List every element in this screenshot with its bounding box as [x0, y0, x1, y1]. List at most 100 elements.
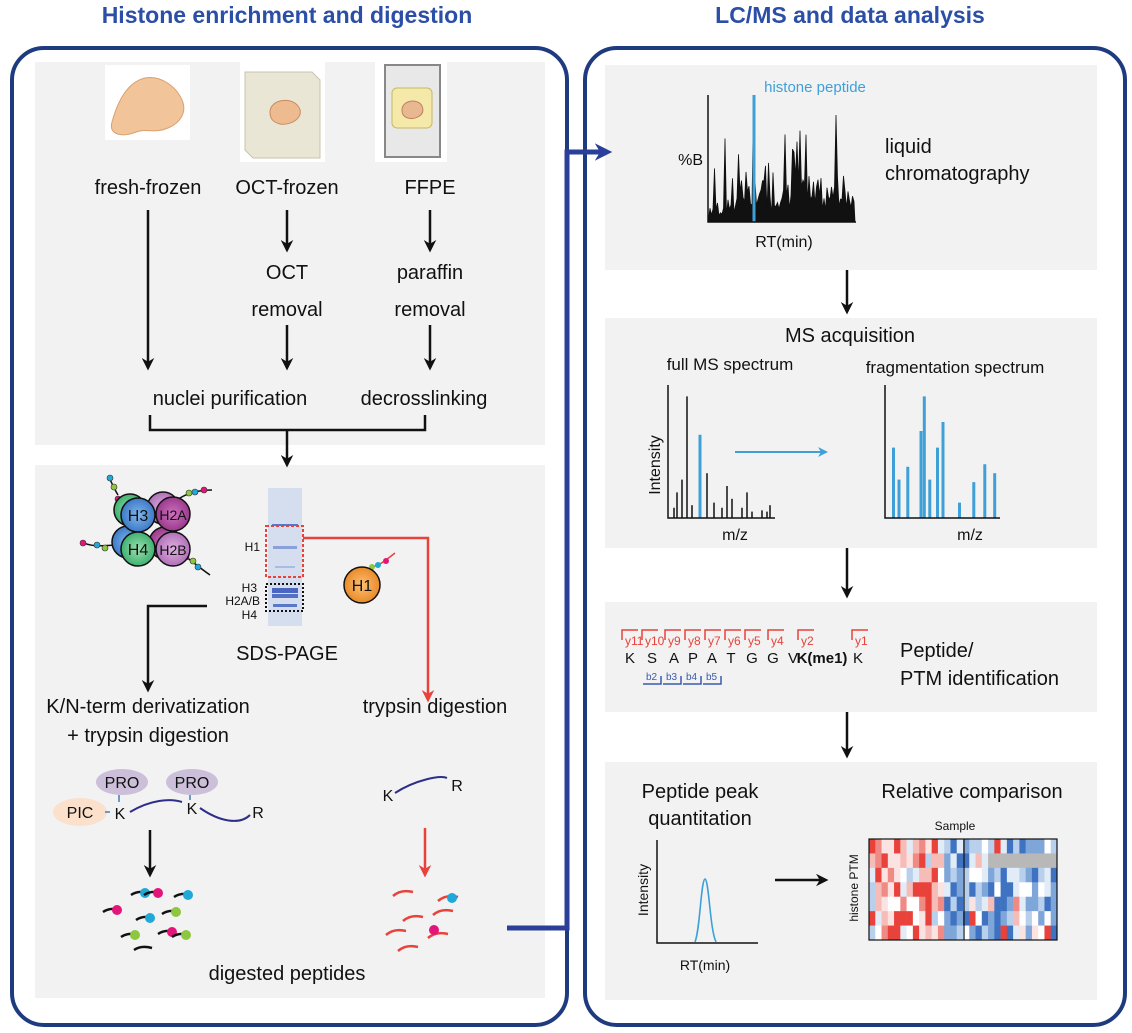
heatmap-cell — [869, 839, 876, 854]
heatmap-cell — [887, 867, 895, 883]
heatmap-cell — [975, 911, 983, 926]
heatmap-cell — [937, 853, 945, 869]
histone-peptide-label: histone peptide — [764, 79, 866, 96]
heatmap-cell — [963, 853, 970, 869]
lysine-label-3: K — [383, 788, 394, 805]
lysine-label-2: K — [187, 801, 198, 818]
heatmap-cell — [1031, 911, 1039, 926]
heatmap-cell — [900, 896, 907, 912]
heatmap-cell — [919, 853, 926, 869]
heatmap-cell — [1013, 896, 1020, 912]
heatmap-cell — [1006, 853, 1014, 869]
heatmap-cell — [887, 911, 895, 926]
ptm-bead — [181, 930, 191, 940]
heatmap-cell — [875, 839, 882, 854]
residue: A — [669, 650, 679, 667]
heatmap-cell — [969, 882, 976, 898]
heatmap-cell — [887, 896, 895, 912]
residue: P — [688, 650, 698, 667]
heatmap-cell — [944, 839, 951, 854]
lc-y-axis-label: %B — [678, 152, 703, 169]
heatmap-cell — [950, 896, 958, 912]
heatmap-cell — [1031, 839, 1039, 854]
heatmap-cell — [1000, 882, 1008, 898]
heatmap-cell — [969, 839, 976, 854]
trypsin-digested-peptides-icon — [385, 889, 459, 952]
gel-label-h1: H1 — [245, 540, 261, 554]
heatmap-cell — [875, 867, 882, 883]
heatmap-cell — [887, 839, 895, 854]
heatmap-cell — [1013, 925, 1020, 941]
heatmap-cell — [994, 911, 1001, 926]
heatmap-cell — [919, 911, 926, 926]
heatmap-cell — [925, 853, 932, 869]
quant-y-axis-label: Intensity — [635, 864, 651, 916]
arginine-label-2: R — [451, 778, 463, 795]
heatmap-cell — [988, 925, 995, 941]
heatmap-cell — [1050, 853, 1058, 869]
heatmap-cell — [956, 896, 964, 912]
heatmap-cell — [1019, 853, 1026, 869]
ptm-bead — [112, 905, 122, 915]
heatmap-cell — [900, 853, 907, 869]
heatmap-cell — [906, 882, 914, 898]
heatmap-cell — [963, 882, 970, 898]
frag-ms-x-axis-label: m/z — [957, 527, 983, 544]
derivatized-peptide-diagram: PRO PRO PIC K K R — [53, 769, 264, 826]
heatmap-cell — [975, 853, 983, 869]
residue: T — [726, 650, 735, 667]
heatmap-cell — [1050, 867, 1058, 883]
chromatogram — [707, 95, 856, 223]
heatmap-cell — [1031, 853, 1039, 869]
heatmap-cell — [1031, 882, 1039, 898]
heatmap-cell — [1019, 896, 1026, 912]
heatmap-cell — [1025, 867, 1033, 883]
b-ion-bracket — [643, 676, 662, 685]
heatmap-cell — [1050, 839, 1058, 854]
heatmap-cell — [969, 896, 976, 912]
heatmap-cell — [969, 853, 976, 869]
heatmap-cell — [937, 839, 945, 854]
chromatogram-trace — [707, 98, 856, 223]
heatmap-cell — [1013, 867, 1020, 883]
b-ion-label: b5 — [706, 672, 718, 683]
sds-page-gel — [265, 488, 304, 626]
y-ion-bracket — [724, 629, 741, 640]
h1-label: H1 — [352, 578, 373, 595]
ms-box — [605, 318, 1097, 548]
y-ion-label: y1 — [855, 634, 868, 648]
heatmap-cell — [1044, 911, 1052, 926]
heatmap-cell — [1038, 911, 1045, 926]
quant-title-line2: quantitation — [648, 808, 751, 830]
heatmap-cell — [981, 839, 989, 854]
peptide-fragment — [392, 889, 414, 897]
heatmap-cell — [988, 867, 995, 883]
residue: G — [767, 650, 779, 667]
heatmap-cell — [1006, 839, 1014, 854]
residue: A — [707, 650, 717, 667]
heatmap-cell — [994, 896, 1001, 912]
residue: G — [746, 650, 758, 667]
heatmap-cell — [919, 882, 926, 898]
label-digested-peptides: digested peptides — [209, 963, 366, 985]
heatmap-cell — [994, 853, 1001, 869]
quant-title-line1: Peptide peak — [642, 781, 760, 803]
y-ion-label: y10 — [645, 634, 665, 648]
peptide-fragment — [397, 944, 419, 952]
heatmap-cell — [1031, 867, 1039, 883]
heatmap-cell — [1006, 925, 1014, 941]
heatmap-cell — [869, 896, 876, 912]
full-ms-label: full MS spectrum — [667, 355, 794, 374]
heatmap-cell — [1044, 896, 1052, 912]
heatmap-cell — [1038, 882, 1045, 898]
heatmap-cell — [881, 896, 889, 912]
heatmap-cell — [875, 882, 882, 898]
heatmap-cell — [912, 925, 920, 941]
heatmap-cell — [944, 853, 951, 869]
heatmap-cell — [994, 867, 1001, 883]
y-ion-bracket — [851, 629, 868, 640]
heatmap-cell — [981, 896, 989, 912]
heatmap-cell — [925, 867, 932, 883]
right-section-title: LC/MS and data analysis — [715, 2, 985, 28]
